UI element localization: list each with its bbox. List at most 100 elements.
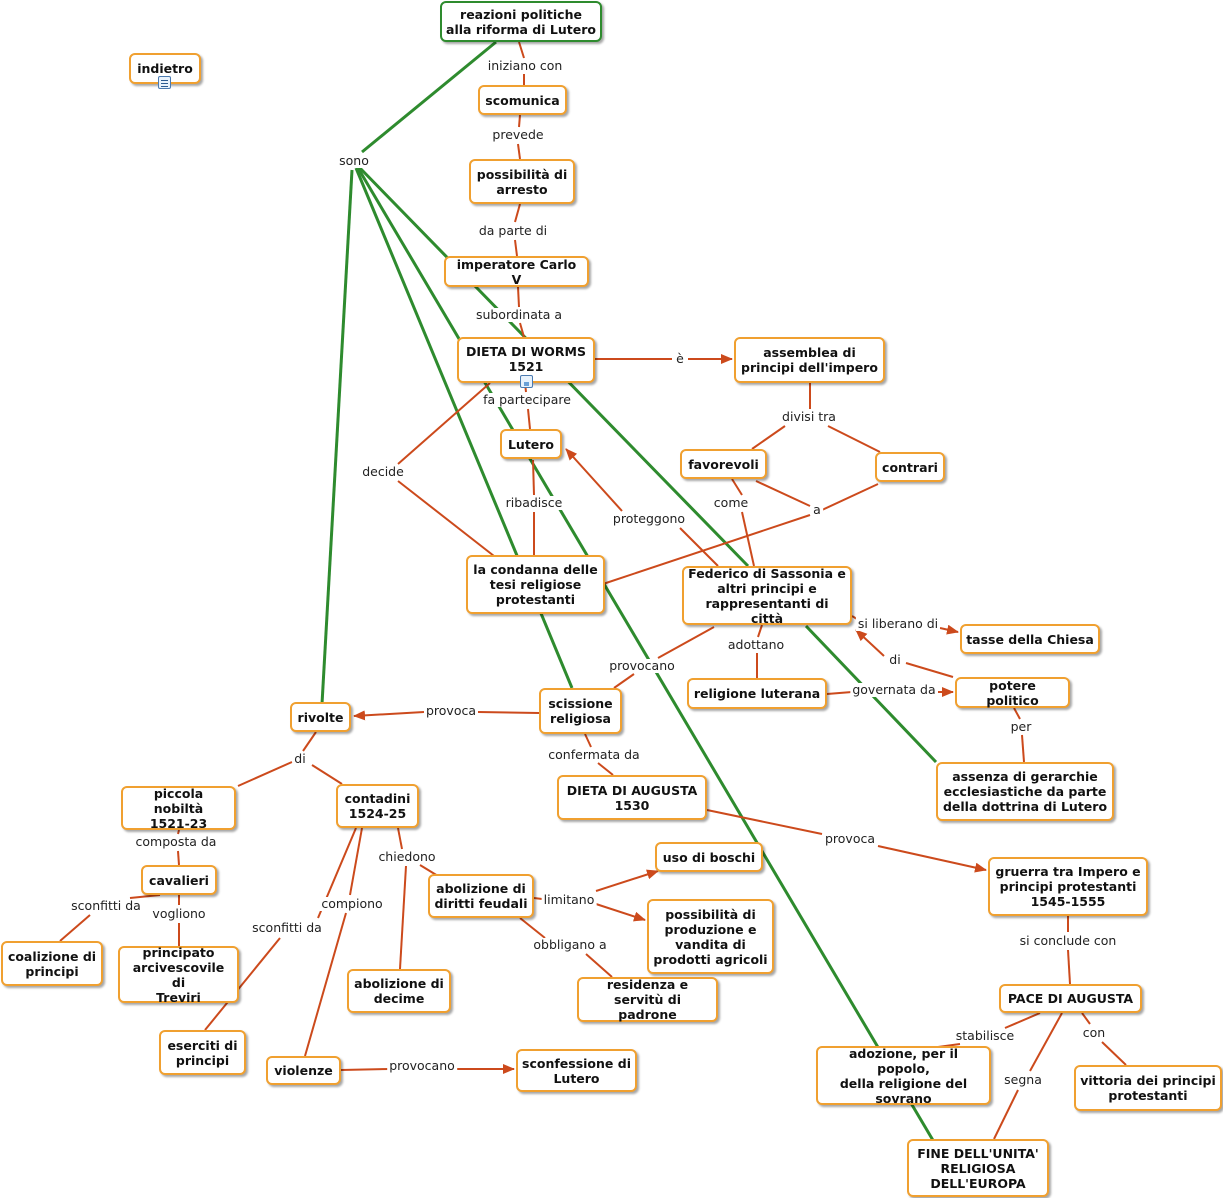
- concept-assenza-gerarchie[interactable]: assenza di gerarchie ecclesiastiche da p…: [936, 762, 1114, 821]
- line-root-sono: [361, 40, 497, 154]
- link-label-divisi-tra: divisi tra: [780, 409, 838, 424]
- line-rivolte-di: [302, 731, 317, 752]
- concept-assemblea[interactable]: assemblea di principi dell'impero: [734, 337, 885, 383]
- line-di-federico: [855, 629, 885, 657]
- concept-possibilita-arresto[interactable]: possibilità di arresto: [469, 159, 575, 204]
- line-pace-con: [1081, 1012, 1091, 1025]
- link-label-chiedono: chiedono: [376, 849, 438, 864]
- line-provocano-scissione: [613, 673, 635, 689]
- line-fapart-lutero: [527, 408, 531, 430]
- line-daparte-carlo: [514, 239, 518, 257]
- line-feudali-obbligano: [519, 917, 546, 939]
- concept-uso-boschi[interactable]: uso di boschi: [655, 842, 763, 872]
- concept-root-reazioni[interactable]: reazioni politiche alla riforma di Luter…: [440, 1, 602, 42]
- line-composta-cavalieri: [177, 850, 180, 866]
- concept-rivolte[interactable]: rivolte: [290, 702, 351, 732]
- line-carlo-subordinata: [517, 286, 520, 308]
- line-favorevoli-a: [755, 480, 811, 507]
- link-label-provocano-sconfessione: provocano: [387, 1058, 457, 1073]
- concept-coalizione-principi[interactable]: coalizione di principi: [1, 941, 103, 986]
- concept-adozione-religione[interactable]: adozione, per il popolo, della religione…: [816, 1046, 991, 1106]
- concept-prodotti-agricoli[interactable]: possibilità di produzione e vandita di p…: [647, 899, 774, 974]
- link-label-iniziano-con: iniziano con: [485, 58, 565, 73]
- line-provoca-guerra: [877, 845, 987, 873]
- line-per-gerarchie: [1021, 734, 1025, 763]
- link-label-si-conclude-con: si conclude con: [1017, 933, 1119, 948]
- line-worms-decide: [397, 382, 491, 465]
- concept-condanna[interactable]: la condanna delle tesi religiose protest…: [466, 555, 605, 614]
- link-label-di-potere: di: [887, 652, 903, 667]
- concept-abolizione-decime[interactable]: abolizione di decime: [347, 969, 451, 1013]
- line-subordinata-worms: [519, 322, 525, 338]
- link-label-adottano: adottano: [725, 637, 787, 652]
- link-label-e: è: [674, 351, 686, 366]
- line-scissione-provoca: [477, 711, 540, 714]
- line-federico-proteggono: [679, 527, 719, 567]
- concept-dieta-augusta[interactable]: DIETA DI AUGUSTA 1530: [557, 775, 707, 820]
- line-obbligano-residenza: [585, 953, 613, 978]
- line-augusta-provoca: [706, 809, 823, 835]
- concept-lutero[interactable]: Lutero: [500, 429, 562, 459]
- concept-scomunica[interactable]: scomunica: [478, 85, 567, 115]
- concept-favorevoli[interactable]: favorevoli: [680, 449, 767, 479]
- concept-tasse-chiesa[interactable]: tasse della Chiesa: [960, 624, 1100, 654]
- line-chiedono-decime: [399, 865, 407, 970]
- concept-pace-augusta[interactable]: PACE DI AUGUSTA: [999, 984, 1142, 1013]
- concept-religione-luterana[interactable]: religione luterana: [687, 678, 827, 709]
- image-document-icon[interactable]: [520, 375, 533, 388]
- line-scomunica-prevede: [518, 114, 521, 128]
- concept-principato-treviri[interactable]: principato arcivescovile di Treviri: [118, 945, 239, 1005]
- map-document-icon[interactable]: [158, 76, 171, 89]
- concept-residenza-servitu[interactable]: residenza e servitù di padrone: [577, 977, 718, 1022]
- line-sconfitti-coalizione: [59, 914, 91, 942]
- line-proteggono-lutero: [565, 448, 623, 512]
- line-root-iniziano: [518, 41, 525, 59]
- line-decide-condanna: [397, 480, 495, 557]
- line-segna-fine: [993, 1089, 1019, 1140]
- line-pace-stabilisce: [1004, 1012, 1041, 1029]
- link-label-composta-da: composta da: [133, 834, 219, 849]
- link-label-governata-da: governata da: [850, 682, 938, 697]
- line-siconclude-pace: [1067, 949, 1071, 985]
- concept-violenze[interactable]: violenze: [266, 1056, 341, 1085]
- link-label-subordinata-a: subordinata a: [473, 307, 565, 322]
- link-label-vogliono: vogliono: [150, 906, 208, 921]
- concept-abolizione-feudali[interactable]: abolizione di diritti feudali: [428, 874, 534, 918]
- line-a-condanna: [602, 514, 811, 585]
- link-label-si-liberano-di: si liberano di: [855, 616, 941, 631]
- concept-federico-sassonia[interactable]: Federico di Sassonia e altri principi e …: [682, 566, 852, 626]
- line-arresto-daparte: [514, 203, 521, 223]
- concept-cavalieri[interactable]: cavalieri: [141, 865, 217, 895]
- link-label-come: come: [711, 495, 751, 510]
- line-nobilta-composta: [177, 829, 180, 835]
- concept-eserciti-principi[interactable]: eserciti di principi: [159, 1030, 246, 1075]
- line-di-nobilta: [237, 761, 293, 787]
- line-limitano-boschi: [595, 869, 659, 892]
- link-label-a: a: [811, 502, 823, 517]
- concept-vittoria-principi[interactable]: vittoria dei principi protestanti: [1074, 1065, 1222, 1111]
- line-luterana-governata: [826, 691, 853, 695]
- line-sconfitti-eserciti: [204, 937, 281, 1031]
- link-label-limitano: limitano: [541, 892, 597, 907]
- concept-piccola-nobilta[interactable]: piccola nobiltà 1521-23: [121, 786, 236, 831]
- line-divisi-favorevoli: [751, 425, 786, 450]
- link-label-fa-partecipare: fa partecipare: [481, 392, 573, 407]
- concept-potere-politico[interactable]: potere politico: [955, 677, 1070, 708]
- concept-contrari[interactable]: contrari: [875, 452, 945, 482]
- line-siliberano-tasse: [939, 624, 959, 635]
- link-label-con: con: [1080, 1025, 1108, 1040]
- concept-contadini[interactable]: contadini 1524-25: [336, 784, 419, 828]
- concept-scissione-religiosa[interactable]: scissione religiosa: [539, 688, 622, 734]
- line-cavalieri-sconfitti: [129, 894, 161, 899]
- concept-imperatore-carlo[interactable]: imperatore Carlo V: [444, 256, 589, 287]
- concept-fine-unita[interactable]: FINE DELL'UNITA' RELIGIOSA DELL'EUROPA: [907, 1139, 1049, 1197]
- link-label-provoca-guerra: provoca: [822, 831, 878, 846]
- concept-guerra-impero[interactable]: gruerra tra Impero e principi protestant…: [988, 857, 1148, 916]
- line-come-federico: [741, 511, 755, 567]
- link-label-per: per: [1008, 719, 1034, 734]
- concept-sconfessione-lutero[interactable]: sconfessione di Lutero: [516, 1049, 637, 1092]
- link-label-di-rivolte: di: [292, 751, 308, 766]
- line-sono-rivolte: [320, 169, 354, 705]
- line-lutero-ribadisce: [532, 459, 535, 496]
